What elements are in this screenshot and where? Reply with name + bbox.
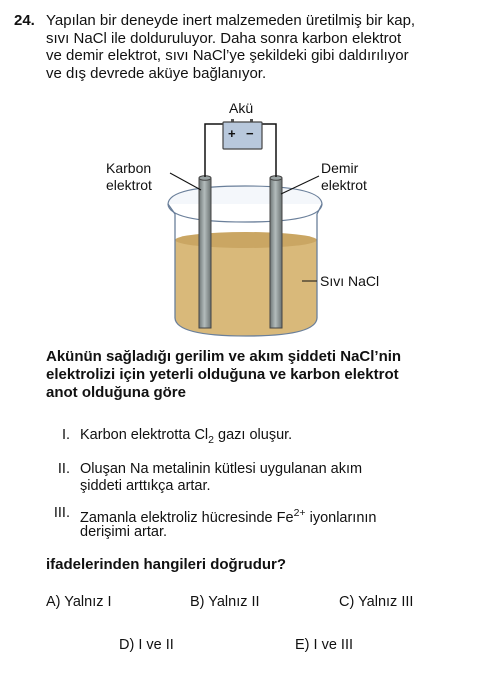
lead-line: anot olduğuna göre [46, 384, 186, 401]
question-stem: Yapılan bir deneyde inert malzemeden üre… [46, 12, 471, 82]
statement-text: derişimi artar. [80, 524, 168, 540]
iron-leader-line [280, 175, 320, 195]
option-e[interactable]: E) I ve III [295, 637, 354, 653]
statement-number: II. [57, 461, 70, 477]
lead-line: Akünün sağladığı gerilim ve akım şiddeti… [46, 348, 402, 365]
statement-text: Karbon elektrotta Cl2 gazı oluşur. [80, 427, 293, 446]
carbon-electrode-label: Karbon [106, 160, 152, 176]
beaker [167, 185, 323, 337]
liquid-nacl [175, 240, 317, 336]
carbon-leader-line [169, 172, 202, 191]
carbon-electrode-label: elektrot [106, 177, 152, 193]
statement-text: şiddeti arttıkça artar. [80, 478, 211, 494]
iron-electrode [269, 175, 283, 329]
option-c[interactable]: C) Yalnız III [339, 594, 414, 610]
statement-number: III. [53, 505, 70, 521]
battery-label: Akü [229, 100, 254, 116]
statement-text: Oluşan Na metalinin kütlesi uygulanan ak… [80, 461, 363, 477]
option-a[interactable]: A) Yalnız I [46, 594, 112, 610]
battery-plus-sign: + [228, 126, 236, 141]
stem-line: sıvı NaCl ile dolduruluyor. Daha sonra k… [46, 29, 402, 47]
option-b[interactable]: B) Yalnız II [190, 594, 260, 610]
battery-icon [222, 119, 263, 150]
liquid-nacl-label: Sıvı NaCl [320, 273, 380, 289]
circuit-wire [204, 123, 277, 177]
stem-line: ve dış devrede aküye bağlanıyor. [46, 64, 267, 82]
battery-minus-sign: − [246, 126, 254, 141]
stem-line: ve demir elektrot, sıvı NaCl’ye şekildek… [46, 47, 409, 64]
statement-text: Zamanla elektroliz hücresinde Fe2+ iyonl… [80, 507, 377, 526]
statement-number: I. [61, 427, 70, 443]
electrolysis-diagram [167, 119, 323, 337]
question-number: 24. [14, 12, 35, 29]
iron-electrode-label: elektrot [321, 177, 367, 193]
option-d[interactable]: D) I ve II [119, 637, 174, 653]
question-lead: Akünün sağladığı gerilim ve akım şiddeti… [46, 348, 401, 402]
liquid-surface [175, 232, 317, 248]
lead-line: elektrolizi için yeterli olduğuna ve kar… [46, 366, 399, 383]
stem-line: Yapılan bir deneyde inert malzemeden üre… [46, 12, 416, 29]
question-prompt: ifadelerinden hangileri doğrudur? [46, 556, 287, 573]
carbon-electrode [198, 175, 212, 329]
iron-electrode-label: Demir [321, 160, 359, 176]
